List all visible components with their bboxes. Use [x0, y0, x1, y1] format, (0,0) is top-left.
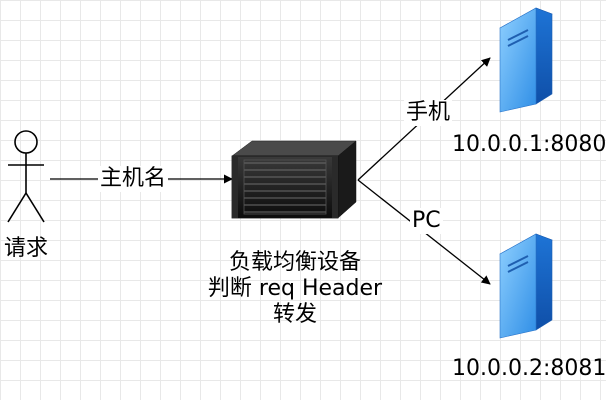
edge-label-pc: PC — [410, 208, 443, 234]
edge-label-mobile: 手机 — [404, 100, 453, 126]
load-balancer-label-line1: 负载均衡设备 — [228, 250, 361, 275]
server-bottom-icon — [499, 233, 553, 339]
load-balancer-label-line2: 判断 req Header — [207, 276, 383, 301]
load-balancer-device-icon — [231, 140, 357, 219]
server-top-icon — [499, 7, 553, 113]
server-bottom-address: 10.0.0.2:8081 — [452, 356, 606, 381]
load-balancer-label-line3: 转发 — [272, 302, 317, 327]
client-label: 请求 — [4, 236, 49, 261]
edge-label-hostname: 主机名 — [98, 166, 169, 192]
load-balancer-label: 负载均衡设备 判断 req Header 转发 — [190, 250, 400, 328]
stick-figure-icon — [7, 130, 45, 223]
server-top-address: 10.0.0.1:8080 — [452, 132, 606, 157]
